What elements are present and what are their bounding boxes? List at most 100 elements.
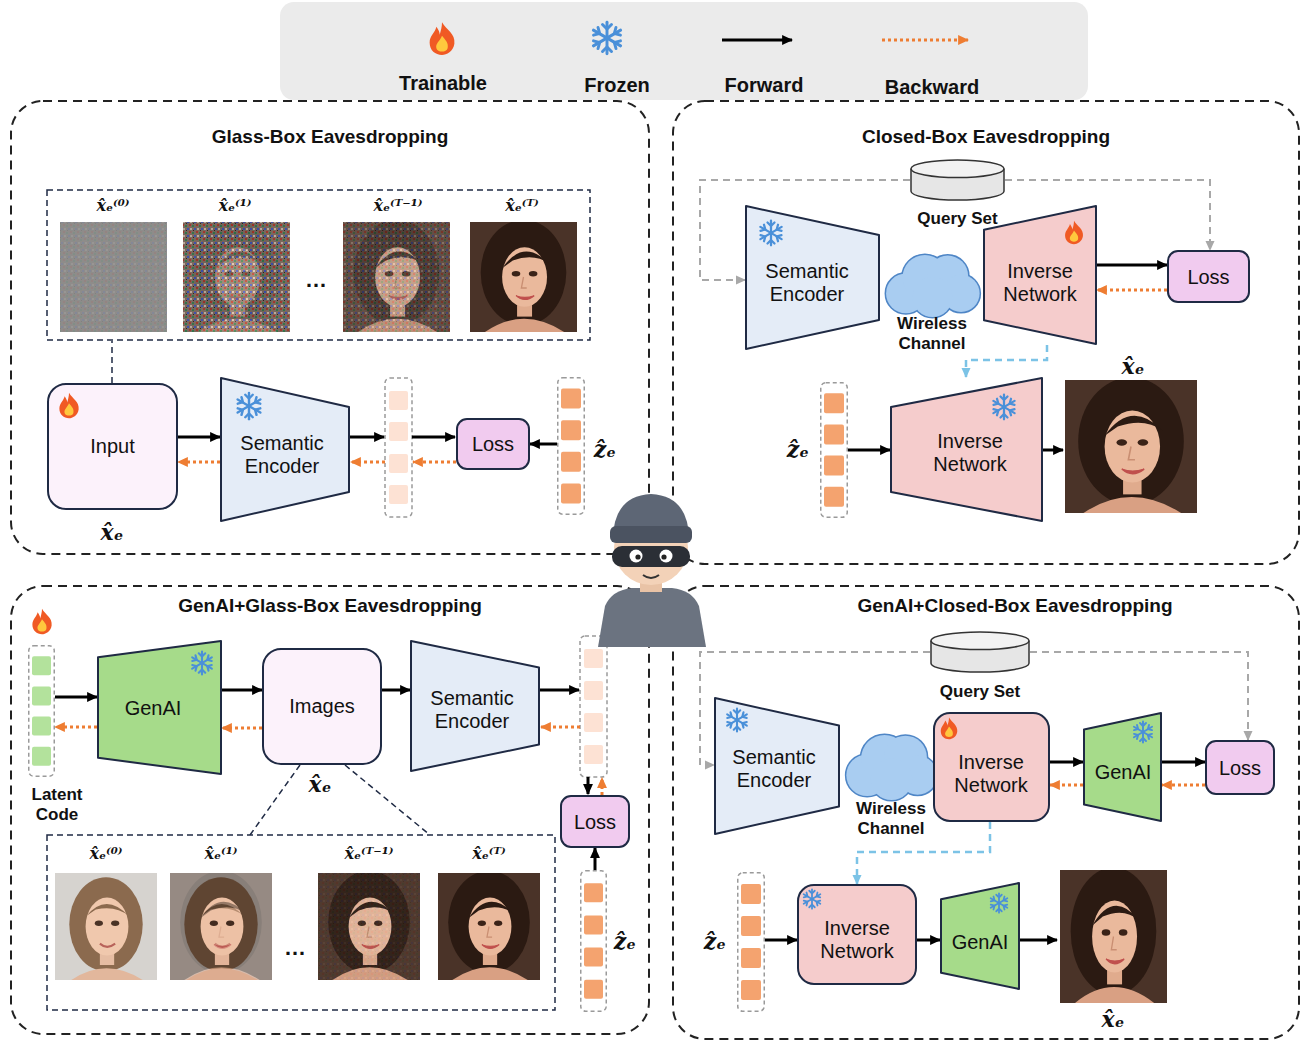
node-label: ẑₑ <box>787 437 809 462</box>
fire-icon <box>430 22 455 55</box>
node-shape <box>820 382 848 518</box>
panel-outline <box>11 101 649 554</box>
wireless-channel-cloud: Wireless Channel <box>848 735 935 800</box>
panel: Glass-Box EavesdroppingInputx̂ₑSemantic … <box>10 100 650 555</box>
eavesdropper-figure <box>598 494 706 647</box>
node-shape <box>885 255 980 317</box>
node-label: Semantic Encoder <box>755 260 860 306</box>
genai-generator: GenAI <box>97 640 222 775</box>
node-label: Loss <box>472 433 514 456</box>
image-sequence <box>47 190 590 383</box>
forward-arrow <box>1162 761 1205 764</box>
panel: GenAI+Glass-Box EavesdroppingLatent Code… <box>10 585 650 1035</box>
backward-arrow <box>178 461 220 464</box>
node-label: GenAI <box>125 697 182 720</box>
cylinder-shape <box>911 160 1004 200</box>
text-holder: Semantic Encoder <box>755 260 860 306</box>
vector-shape <box>581 871 607 1012</box>
genai-generator: GenAI <box>940 882 1020 990</box>
forward-arrow <box>765 939 797 942</box>
node-sublabel: x̂ₑ <box>309 772 332 797</box>
node-shape <box>737 872 765 1012</box>
panel-outline <box>673 586 1299 1039</box>
trapezoid-outline <box>411 641 539 771</box>
image-label: x̂ₑ <box>1102 1007 1125 1032</box>
node-label: Query Set <box>917 209 997 229</box>
text-holder: ẑₑ <box>594 437 616 462</box>
box-outline <box>48 384 177 509</box>
forward-arrow <box>222 689 262 692</box>
output-arrow <box>1043 449 1063 452</box>
node-label: ẑₑ <box>594 437 616 462</box>
fire-icon <box>941 718 958 740</box>
input-box: Inputx̂ₑ <box>47 383 178 510</box>
fire-icon <box>32 609 51 634</box>
node-label: Input <box>90 435 134 458</box>
node-label: Inverse Network <box>990 260 1090 306</box>
copy-weights-arrow <box>966 345 1047 377</box>
legend-label: Forward <box>725 74 804 97</box>
latent-vector: ẑₑ <box>820 382 848 518</box>
text-holder: GenAI <box>952 931 1009 954</box>
text-holder: Loss <box>1187 265 1229 288</box>
text-holder: Wireless Channel <box>877 314 987 353</box>
box-outline <box>934 713 1049 821</box>
panel: Closed-Box EavesdroppingQuery SetSemanti… <box>672 100 1300 565</box>
latent-code-vector: Latent Code <box>28 645 55 777</box>
node-label: Semantic Encoder <box>724 746 824 792</box>
text-holder: Closed-Box Eavesdropping <box>862 126 1110 148</box>
node-label: ẑₑ <box>614 929 636 954</box>
image-label: x̂ₑ⁽⁰⁾ <box>89 845 122 863</box>
text-holder: Backward <box>885 76 980 99</box>
loss-box: Loss <box>560 795 630 848</box>
inverse-network: Inverse Network <box>933 712 1050 822</box>
text-holder: x̂ₑ⁽⁰⁾ <box>89 845 122 863</box>
text-holder: Loss <box>1219 756 1261 779</box>
latent-vector: ẑₑ <box>580 870 607 1012</box>
forward-arrow <box>1097 264 1167 267</box>
node-label: GenAI+Closed-Box Eavesdropping <box>857 595 1172 617</box>
query-set-cylinder: Query Set <box>930 632 1030 672</box>
panel-outlines <box>11 101 1299 1039</box>
forward-arrow <box>178 436 220 439</box>
inverse-network: Inverse Network <box>797 884 917 985</box>
snowflake-icon <box>993 395 1014 420</box>
backward-arrow <box>1050 784 1083 787</box>
cloud-shape <box>846 735 937 800</box>
loss-box: Loss <box>1167 250 1250 303</box>
node-label: Query Set <box>940 682 1020 702</box>
box-outline <box>263 649 381 764</box>
node-label: Inverse Network <box>941 751 1041 797</box>
snowflake-icon <box>238 393 261 419</box>
node-label: GenAI <box>1095 761 1152 784</box>
vector-shape <box>558 378 585 515</box>
text-holder: Wireless Channel <box>836 799 946 838</box>
text-holder: Inverse Network <box>805 917 910 963</box>
vector-shape <box>821 383 848 518</box>
node-label: GenAI+Glass-Box Eavesdropping <box>178 595 482 617</box>
text-holder: ẑₑ <box>704 929 726 954</box>
trapezoid-outline <box>891 378 1042 521</box>
node-label: Inverse Network <box>805 917 910 963</box>
text-holder: Trainable <box>399 72 487 95</box>
node-label: Latent Code <box>17 785 97 824</box>
images-box: Imagesx̂ₑ <box>262 648 382 765</box>
trapezoid-outline <box>984 206 1096 344</box>
forward-arrow <box>530 443 557 446</box>
node-label: Closed-Box Eavesdropping <box>862 126 1110 148</box>
snowflake-icon <box>991 893 1008 912</box>
node-label: Loss <box>1187 265 1229 288</box>
text-holder: x̂ₑ⁽ᵀ⁻¹⁾ <box>373 197 422 215</box>
forward-arrow <box>382 689 410 692</box>
cloud-shape <box>886 255 980 317</box>
image-sequence <box>47 765 555 1010</box>
text-holder: … <box>284 935 306 960</box>
backward-arrow-sample <box>882 39 968 42</box>
image-label: x̂ₑ⁽⁰⁾ <box>96 197 129 215</box>
inverse-network: Inverse Network <box>890 377 1043 522</box>
text-holder: Loss <box>472 433 514 456</box>
snowflake-icon <box>192 652 212 675</box>
text-holder: Semantic Encoder <box>230 432 335 478</box>
text-holder: x̂ₑ⁽ᵀ⁾ <box>505 197 539 215</box>
